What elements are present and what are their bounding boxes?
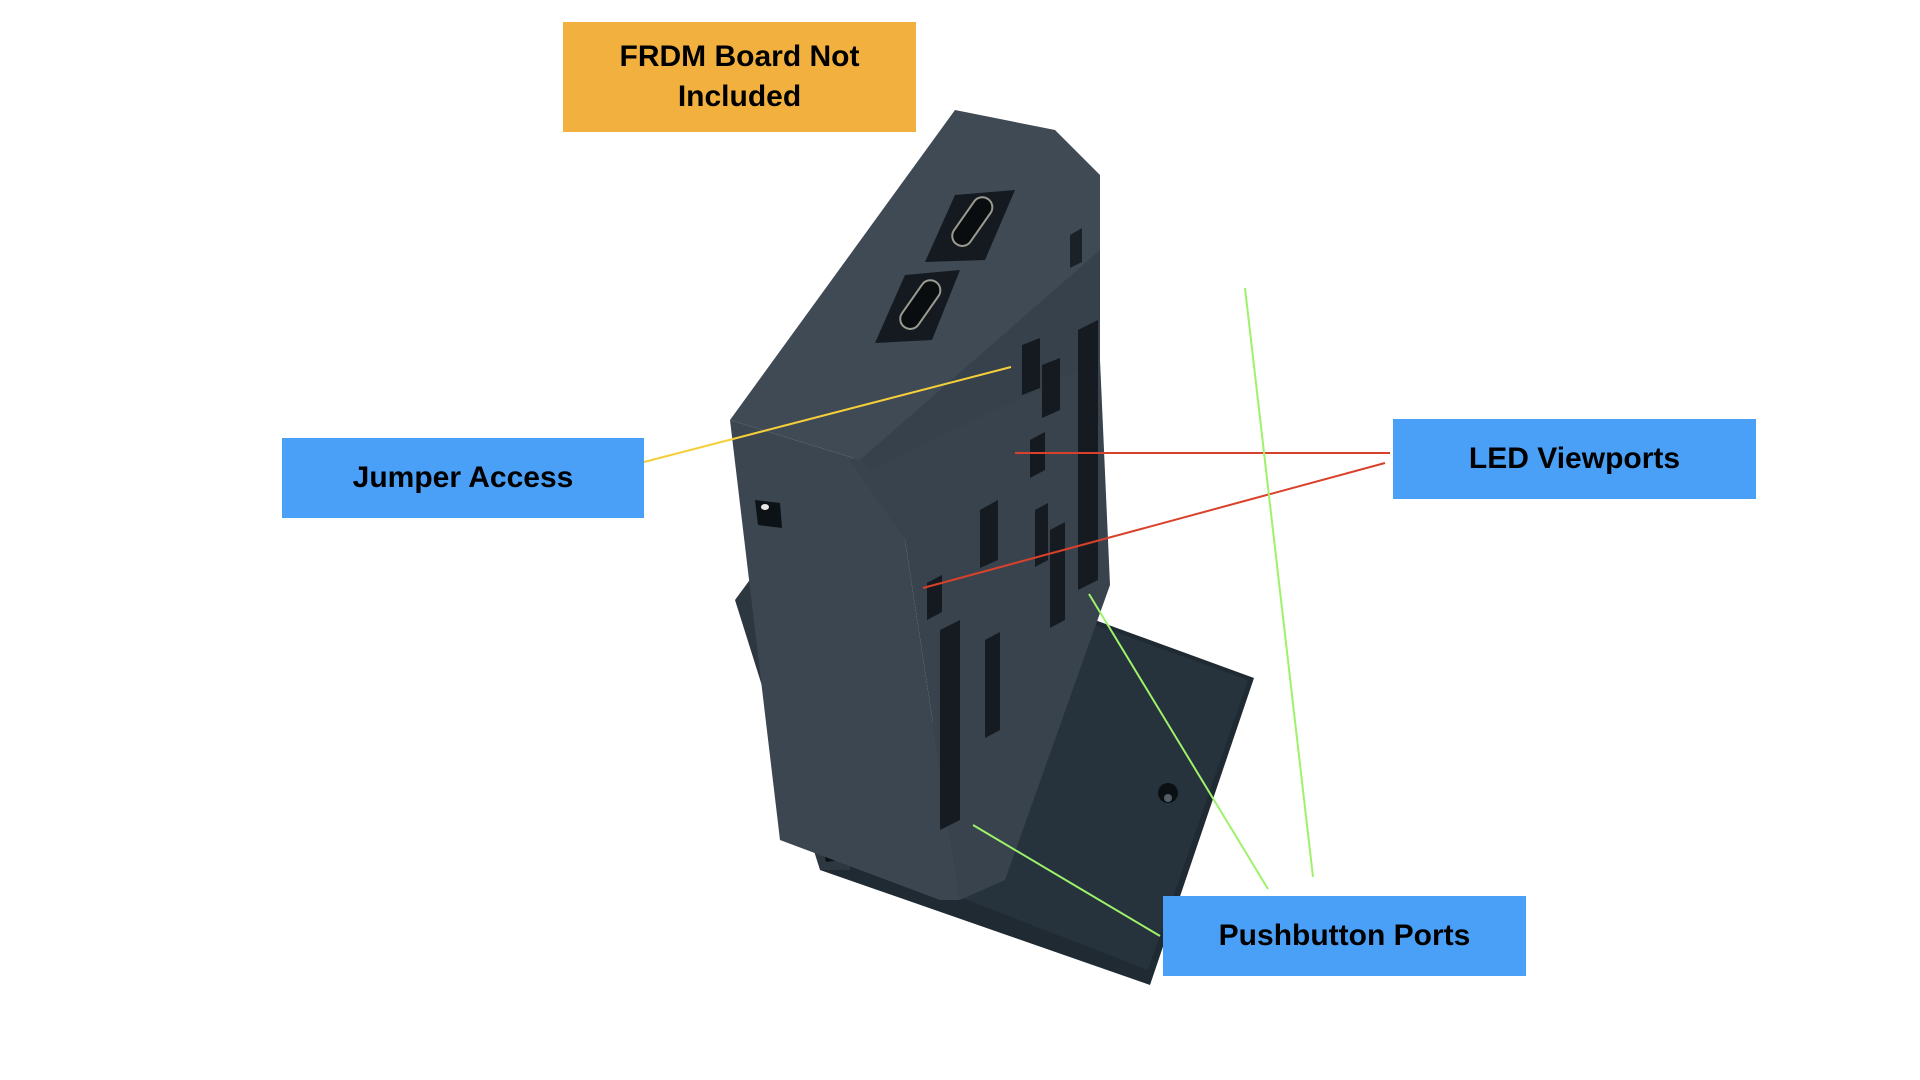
screw-hole [1158,783,1178,803]
enclosure-top-chamfer [860,250,1100,470]
screw-hole-inner [1164,794,1172,802]
notice-text: FRDM Board Not Included [619,40,860,113]
side-window [1070,228,1082,268]
jumper-header-slot-2 [1042,358,1060,418]
pin-header-front-2 [1035,503,1048,567]
led-viewport-1 [1030,432,1045,478]
barrel-jack-pin [761,504,769,510]
jumper-access-label: Jumper Access [282,438,644,518]
pushbutton-ports-text: Pushbutton Ports [1218,919,1471,952]
enclosure-front-face [850,360,1110,900]
enclosure-left-face [730,420,960,900]
pin-header-front-5 [985,632,1000,738]
jumper-access-text: Jumper Access [352,461,574,494]
usb-c-port-2 [875,270,960,343]
leader-line-jumper [643,366,1012,463]
pin-header-right [1078,320,1098,590]
pin-header-front-3 [1050,522,1065,628]
leader-line-push-1 [972,824,1161,937]
leader-line-push-2 [1088,593,1269,890]
leader-line-led-2 [922,462,1386,589]
pin-header-front-4 [940,620,960,830]
jumper-header-slot-1 [1022,338,1040,395]
barrel-jack-port [755,500,782,528]
led-viewports-label: LED Viewports [1393,419,1756,499]
pushbutton-ports-label: Pushbutton Ports [1163,896,1526,976]
pin-header-front-1 [980,500,998,568]
led-viewports-text: LED Viewports [1468,442,1681,475]
frdm-not-included-notice: FRDM Board Not Included [563,22,916,132]
usb-c-port-1 [925,190,1015,262]
leader-line-push-3 [1244,287,1314,878]
